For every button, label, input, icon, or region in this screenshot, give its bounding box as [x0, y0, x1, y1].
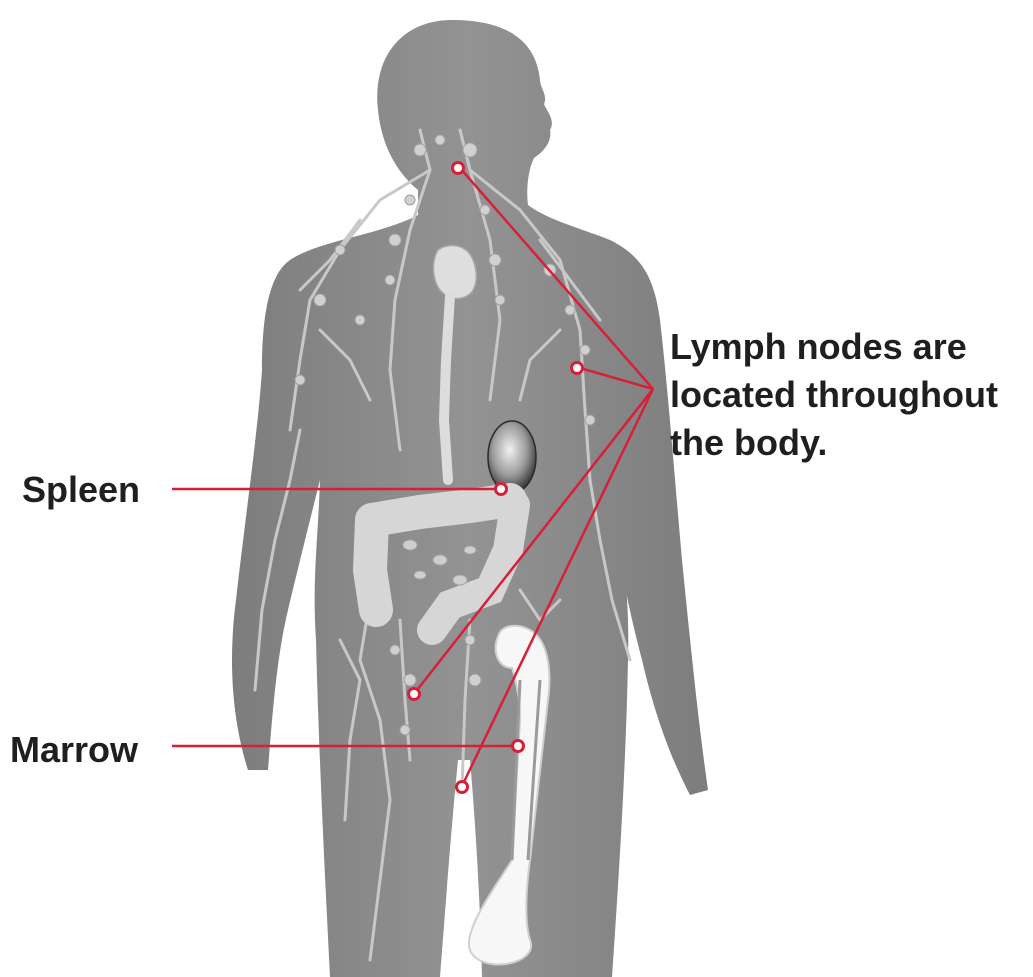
marker-arm-node [572, 363, 583, 374]
marker-groin-node [409, 689, 420, 700]
label-lymph-line-2: located throughout [670, 371, 998, 419]
label-spleen: Spleen [22, 466, 140, 514]
label-marrow: Marrow [10, 726, 138, 774]
marker-thigh-node [457, 782, 468, 793]
thoracic-duct [444, 296, 450, 480]
label-lymph-line-3: the body. [670, 419, 998, 467]
thymus [433, 246, 476, 299]
marker-spleen [496, 484, 507, 495]
marker-marrow [513, 741, 524, 752]
label-lymph-line-1: Lymph nodes are [670, 323, 998, 371]
marker-neck-node [453, 163, 464, 174]
spleen-organ [488, 421, 536, 493]
label-lymph-nodes: Lymph nodes are located throughout the b… [670, 323, 998, 467]
